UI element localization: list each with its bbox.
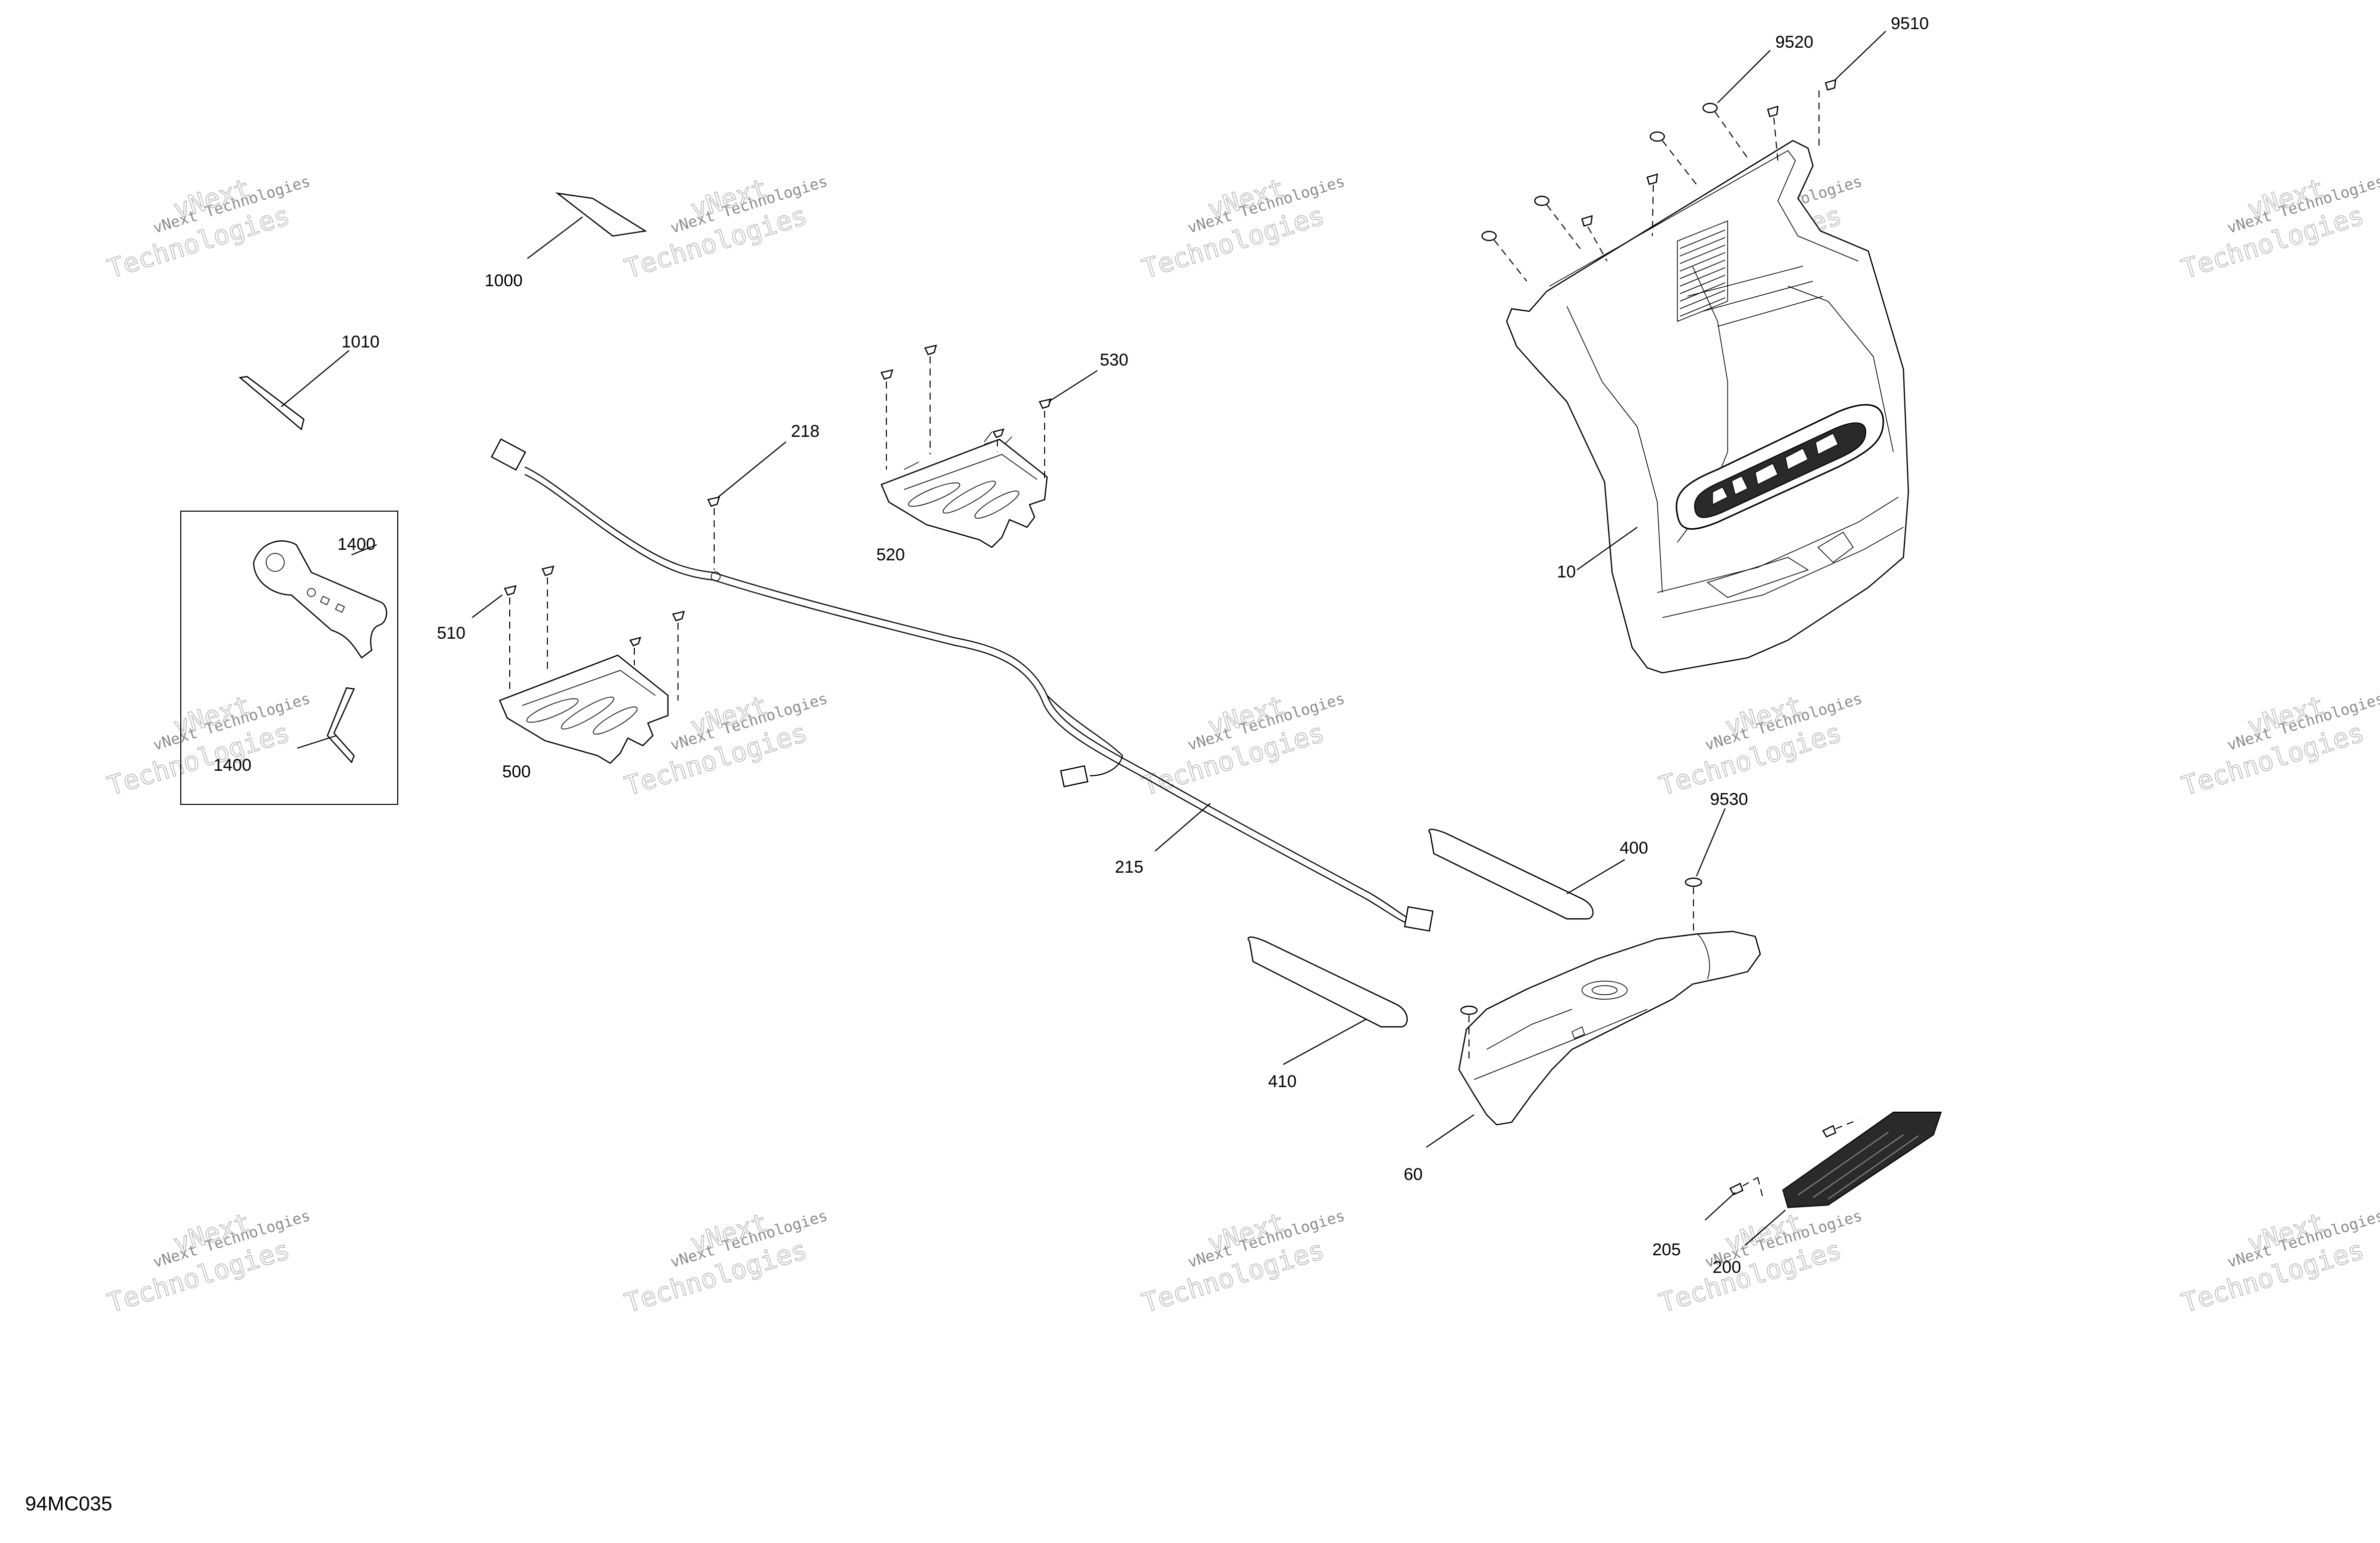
screw-icon [1039, 398, 1052, 482]
callout-1010: 1010 [342, 332, 380, 351]
screw-icon [924, 344, 937, 454]
callout-1400-wrench: 1400 [337, 535, 376, 554]
screw-icon [1822, 1119, 1859, 1138]
callout-520: 520 [876, 545, 905, 564]
callout-500: 500 [502, 762, 531, 781]
leader-9520 [1717, 50, 1771, 103]
watermark: vNext Technologies vNext Technologies [2178, 690, 2380, 802]
callout-1000: 1000 [485, 271, 523, 290]
part-500-heat-plate[interactable] [499, 654, 669, 764]
screw-icon [629, 637, 641, 665]
watermark: vNext Technologies vNext Technologies [2178, 173, 2380, 285]
callout-60: 60 [1404, 1165, 1423, 1184]
rivet-icon [1649, 131, 1698, 186]
callout-410: 410 [1268, 1072, 1297, 1091]
part-200-lower-light[interactable] [1782, 1112, 1942, 1209]
screw-icon [1646, 173, 1658, 236]
leader-200 [1745, 1210, 1786, 1246]
clip-icon [711, 571, 721, 581]
callout-9530: 9530 [1710, 790, 1748, 809]
part-9510-screws[interactable] [1581, 31, 1886, 262]
watermark: vNext Technologies vNext Technologies [1139, 690, 1347, 802]
callout-530: 530 [1100, 350, 1128, 370]
callout-9510: 9510 [1891, 14, 1929, 33]
rivet-icon [1702, 102, 1748, 159]
callout-510: 510 [437, 624, 466, 643]
watermark: vNext Technologies vNext Technologies [104, 690, 312, 802]
leader-530 [1048, 370, 1098, 402]
callout-400: 400 [1620, 839, 1648, 858]
part-410-reflector[interactable] [1248, 936, 1408, 1065]
leader-1400 [351, 544, 377, 556]
connector-icon [491, 438, 526, 471]
diagram-code: 94MC035 [25, 1493, 112, 1515]
part-218-clip[interactable] [707, 441, 786, 570]
screw-icon [1684, 877, 1703, 934]
part-205-screws[interactable] [1705, 1119, 1859, 1221]
screw-icon [1729, 1177, 1763, 1198]
screw-icon [1581, 215, 1608, 262]
part-10-front-fascia[interactable] [1506, 140, 1909, 674]
leader-218 [718, 441, 786, 498]
watermark: vNext Technologies vNext Technologies [2178, 1207, 2380, 1320]
part-1010-decal[interactable] [239, 350, 350, 431]
part-530-screws[interactable] [880, 344, 1098, 482]
part-215-wiring-harness[interactable] [491, 438, 1434, 932]
callout-1400-hex-key: 1400 [213, 756, 252, 775]
watermark: vNext Technologies vNext Technologies [1139, 173, 1347, 285]
screw-icon [880, 369, 893, 469]
watermark: vNext Technologies vNext Technologies [621, 1207, 830, 1320]
watermark: vNext Technologies vNext Technologies [104, 1207, 312, 1320]
screw-icon [707, 496, 720, 507]
callout-218: 218 [791, 422, 820, 441]
part-1400-hex-key[interactable] [297, 687, 355, 764]
screw-icon [1819, 79, 1837, 146]
rivet-icon [1534, 195, 1582, 252]
connector-icon [1404, 906, 1434, 932]
part-1000-decal[interactable] [527, 192, 647, 259]
part-9530-screws[interactable] [1460, 808, 1726, 1059]
screw-icon [1460, 1005, 1478, 1059]
tool-kit-box [180, 511, 398, 805]
ski-doo-logo-badge [1675, 404, 1884, 530]
callout-200: 200 [1713, 1258, 1741, 1277]
screw-icon [541, 565, 554, 673]
leader-215 [1155, 803, 1211, 852]
leader-10 [1576, 527, 1638, 570]
callout-9520: 9520 [1775, 33, 1814, 52]
callout-10: 10 [1557, 562, 1576, 581]
watermark: vNext Technologies vNext Technologies [1656, 690, 1864, 802]
part-60-headlight-housing[interactable] [1426, 930, 1761, 1148]
watermark: vNext Technologies vNext Technologies [104, 173, 312, 285]
part-520-heat-plate[interactable] [880, 431, 1048, 548]
callout-205: 205 [1652, 1240, 1681, 1259]
callout-215: 215 [1115, 858, 1144, 877]
screw-icon [504, 585, 517, 690]
screw-icon [1767, 105, 1779, 161]
watermark: vNext Technologies vNext Technologies [621, 173, 830, 285]
leader-9510 [1835, 31, 1886, 80]
screw-icon [672, 611, 685, 700]
part-1400-spanner-wrench[interactable] [253, 540, 387, 659]
vent-grille [1677, 220, 1728, 322]
part-400-reflector[interactable] [1428, 828, 1625, 920]
rivet-icon [1481, 230, 1527, 282]
part-510-screws[interactable] [472, 565, 685, 700]
leader-510 [472, 595, 503, 618]
watermark: vNext Technologies vNext Technologies [1139, 1207, 1347, 1320]
watermark-grid: vNext Technologies vNext Technologies vN… [104, 173, 2380, 1320]
part-9520-push-rivets[interactable] [1481, 50, 1771, 282]
screw-icon [992, 428, 1004, 452]
connector-icon [1060, 765, 1089, 788]
